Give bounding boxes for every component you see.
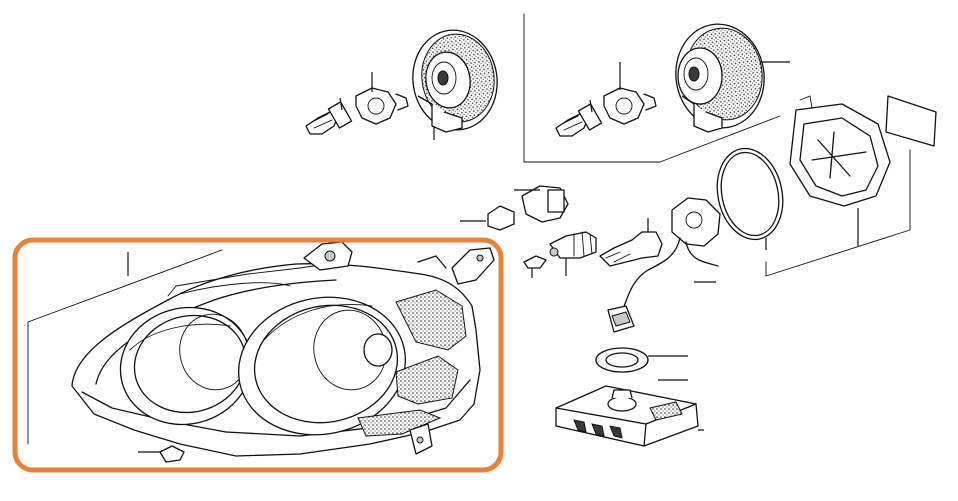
headlight-highlight-frame (12, 237, 504, 473)
turn-signal-reflector[interactable] (357, 289, 467, 437)
right-projector-lens[interactable] (226, 282, 419, 450)
halogen-bulb-right[interactable] (555, 99, 603, 137)
headlight-assembly[interactable] (27, 241, 495, 463)
right-ring-group[interactable] (709, 95, 937, 277)
housing-cover-left[interactable] (406, 25, 503, 140)
left-projector-lens[interactable] (108, 294, 264, 438)
igniter-and-wiring[interactable] (607, 197, 721, 333)
middle-parts-group[interactable] (460, 185, 721, 447)
bulb-socket-left[interactable] (355, 72, 409, 125)
adapter-ring[interactable] (789, 95, 891, 246)
mounting-tab-bottom[interactable] (409, 423, 433, 455)
mounting-tab-right[interactable] (417, 247, 495, 285)
bulb-socket-right[interactable] (603, 62, 657, 125)
aim-adjuster-nut[interactable] (138, 445, 185, 463)
housing-cover-right[interactable] (669, 18, 790, 133)
ballast-unit[interactable] (555, 379, 704, 447)
side-marker-socket[interactable] (549, 231, 597, 276)
bulb-socket-small[interactable] (514, 185, 569, 223)
clip[interactable] (523, 255, 547, 278)
upper-right-bulb-group[interactable] (523, 13, 790, 163)
o-ring[interactable] (595, 347, 688, 373)
warning-label (885, 95, 937, 147)
upper-left-bulb-group[interactable] (305, 25, 504, 140)
mounting-bracket-top[interactable] (303, 241, 353, 271)
hid-bulb[interactable] (599, 218, 663, 267)
halogen-bulb-left[interactable] (305, 97, 353, 135)
seal-ring[interactable] (709, 142, 791, 250)
wedge-bulb[interactable] (460, 205, 515, 231)
